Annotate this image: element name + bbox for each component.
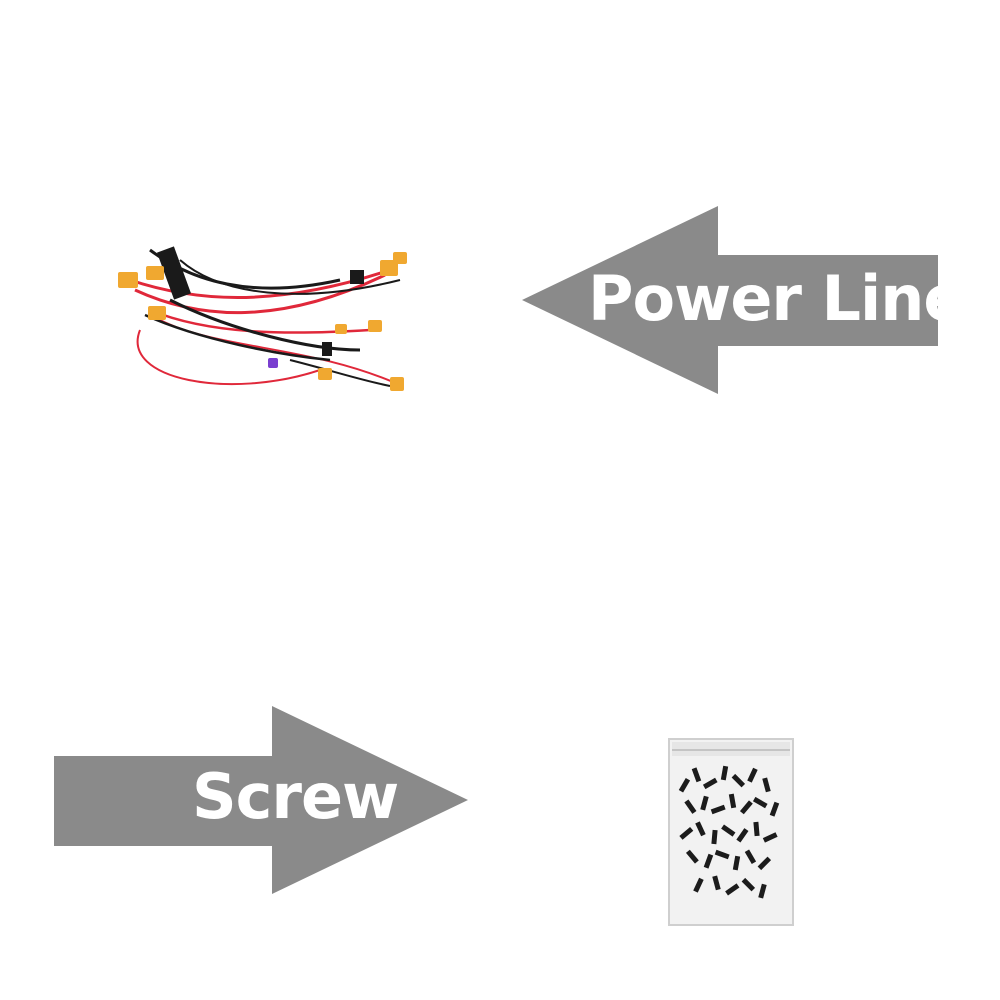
screw-label: Screw: [192, 760, 399, 833]
left-arrow-shape: [522, 206, 938, 394]
right-arrow-shape: [54, 706, 468, 894]
power-cable-bundle-icon: [118, 246, 407, 391]
screw-bag-icon: [668, 738, 794, 926]
power-line-label: Power Line: [588, 262, 965, 335]
